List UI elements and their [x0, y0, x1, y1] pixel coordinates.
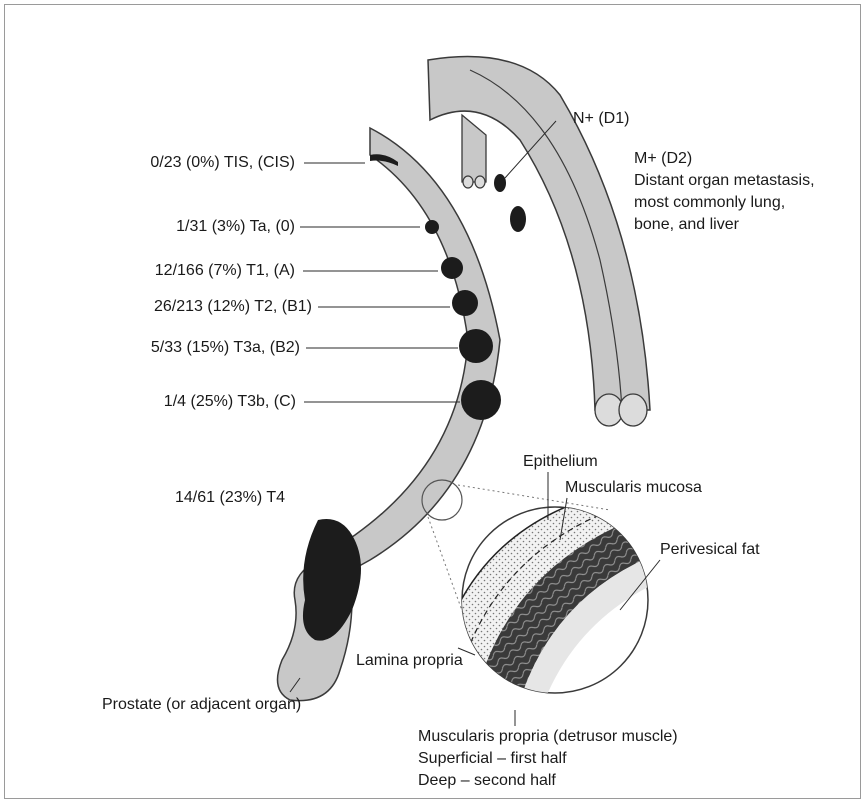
lymph-node [494, 174, 506, 192]
epithelium-label: Epithelium [523, 452, 598, 472]
lamina-propria-label: Lamina propria [356, 651, 463, 671]
superficial-label: Superficial – first half [418, 749, 567, 769]
stage-label-ta: 1/31 (3%) Ta, (0) [100, 217, 295, 237]
tumor-t4 [303, 519, 361, 641]
prostate-label: Prostate (or adjacent organ) [102, 695, 301, 715]
stage-label-tis: 0/23 (0%) TIS, (CIS) [100, 153, 295, 173]
tumor-t3b [461, 380, 501, 420]
metastasis-line: bone, and liver [634, 215, 739, 235]
stage-label-t3b: 1/4 (25%) T3b, (C) [60, 392, 296, 412]
perivesical-fat-label: Perivesical fat [660, 540, 760, 560]
muscularis-propria-label: Muscularis propria (detrusor muscle) [418, 727, 678, 747]
stage-label-t2: 26/213 (12%) T2, (B1) [60, 297, 312, 317]
lymph-node [510, 206, 526, 232]
muscularis-mucosa-label: Muscularis mucosa [565, 478, 702, 498]
metastasis-title: M+ (D2) [634, 149, 692, 169]
tumor-t1 [441, 257, 463, 279]
stage-label-t1: 12/166 (7%) T1, (A) [100, 261, 295, 281]
stage-label-t3a: 5/33 (15%) T3a, (B2) [60, 338, 300, 358]
metastasis-line: most commonly lung, [634, 193, 785, 213]
vessel-branch [462, 115, 486, 182]
tumor-t3a [459, 329, 493, 363]
stage-label-t4: 14/61 (23%) T4 [175, 488, 285, 508]
tumor-t2 [452, 290, 478, 316]
tumor-ta [425, 220, 439, 234]
metastasis-line: Distant organ metastasis, [634, 171, 815, 191]
node-label: N+ (D1) [573, 109, 629, 129]
deep-label: Deep – second half [418, 771, 556, 791]
